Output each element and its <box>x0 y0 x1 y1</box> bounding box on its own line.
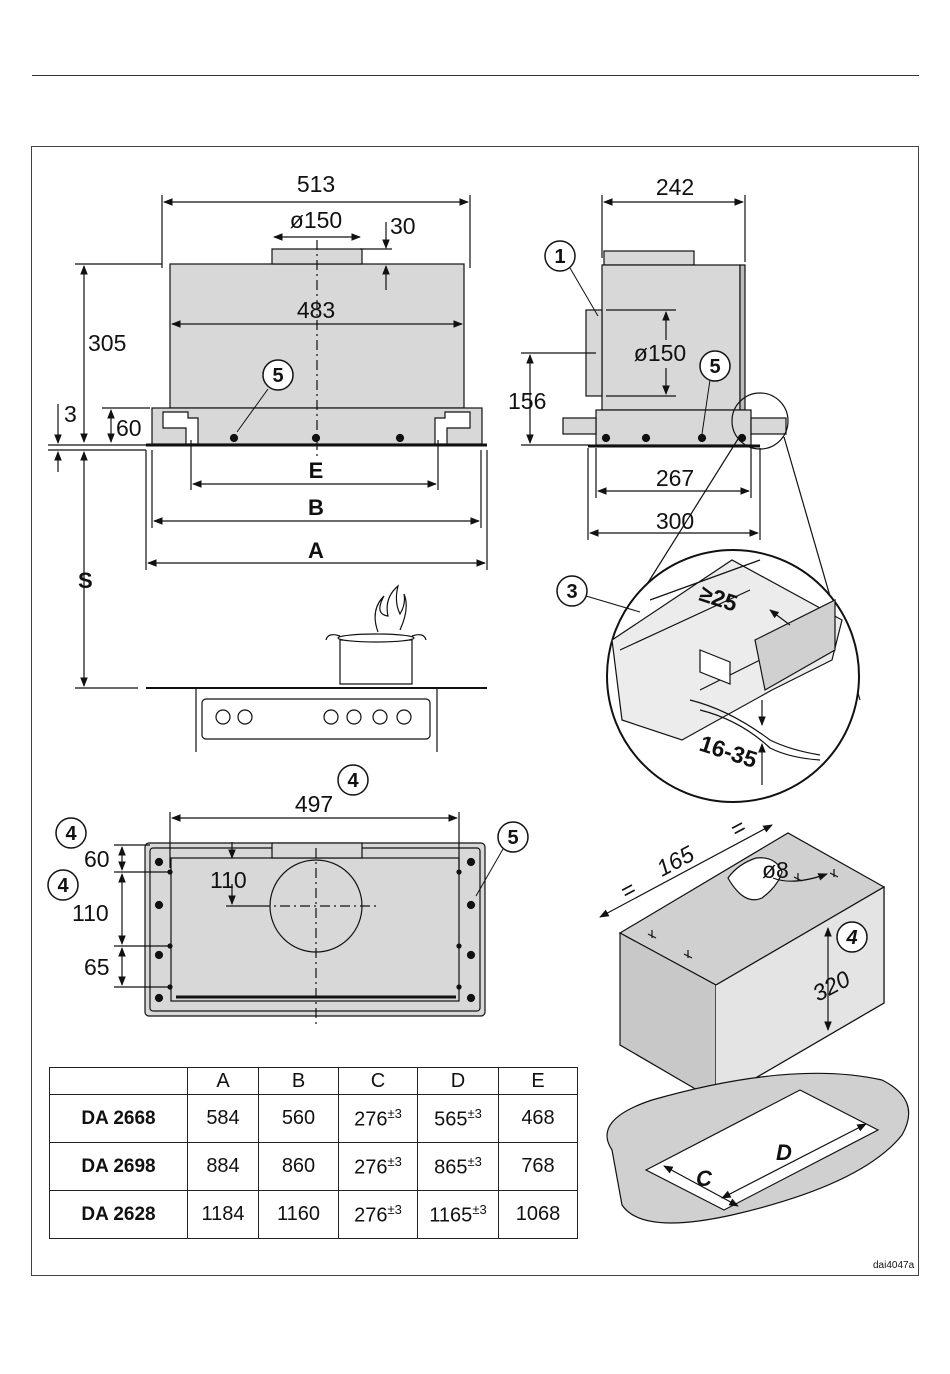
svg-text:5: 5 <box>507 827 518 849</box>
svg-text:=: = <box>726 813 750 842</box>
svg-text:4: 4 <box>65 823 77 845</box>
table-header-cell: E <box>499 1068 578 1095</box>
svg-text:E: E <box>309 458 324 483</box>
svg-text:5: 5 <box>709 356 720 378</box>
svg-text:=: = <box>616 875 640 904</box>
value-a: 584 <box>188 1095 259 1143</box>
value-a: 884 <box>188 1143 259 1191</box>
svg-text:4: 4 <box>347 770 359 792</box>
model-cell: DA 2668 <box>50 1095 188 1143</box>
svg-text:ø150: ø150 <box>290 207 342 233</box>
cabinet-view <box>600 825 909 1223</box>
table-header-cell: A <box>188 1068 259 1095</box>
value-d: 1165±3 <box>418 1191 499 1239</box>
svg-text:497: 497 <box>295 791 333 817</box>
front-view <box>48 195 487 752</box>
svg-text:65: 65 <box>84 954 110 980</box>
flame <box>375 586 406 632</box>
svg-text:ø8: ø8 <box>762 857 789 883</box>
svg-text:305: 305 <box>88 330 126 356</box>
pot <box>340 640 412 684</box>
svg-text:300: 300 <box>656 508 694 534</box>
svg-text:4: 4 <box>845 927 857 949</box>
svg-text:4: 4 <box>57 875 69 897</box>
value-c: 276±3 <box>339 1143 418 1191</box>
value-e: 1068 <box>499 1191 578 1239</box>
svg-text:110: 110 <box>72 900 109 926</box>
value-d: 565±3 <box>418 1095 499 1143</box>
svg-text:156: 156 <box>508 388 546 414</box>
table-header-cell <box>50 1068 188 1095</box>
value-c: 276±3 <box>339 1191 418 1239</box>
svg-text:110: 110 <box>210 867 247 893</box>
svg-text:D: D <box>776 1140 792 1165</box>
svg-text:C: C <box>696 1166 713 1191</box>
value-d: 865±3 <box>418 1143 499 1191</box>
table-row: DA 2698 884 860 276±3 865±3 768 <box>50 1143 578 1191</box>
value-b: 1160 <box>259 1191 339 1239</box>
value-c: 276±3 <box>339 1095 418 1143</box>
table-row: DA 2668 584 560 276±3 565±3 468 <box>50 1095 578 1143</box>
value-a: 1184 <box>188 1191 259 1239</box>
svg-text:A: A <box>308 538 324 563</box>
svg-text:3: 3 <box>64 401 77 427</box>
svg-text:60: 60 <box>116 415 142 441</box>
svg-text:3: 3 <box>566 581 577 603</box>
value-e: 468 <box>499 1095 578 1143</box>
dimension-table: A B C D E DA 2668 584 560 276±3 565±3 46… <box>49 1067 578 1239</box>
svg-text:165: 165 <box>652 840 698 881</box>
value-b: 560 <box>259 1095 339 1143</box>
svg-text:242: 242 <box>656 174 694 200</box>
svg-text:513: 513 <box>297 171 335 197</box>
svg-text:30: 30 <box>390 213 416 239</box>
svg-text:ø150: ø150 <box>634 340 686 366</box>
value-b: 860 <box>259 1143 339 1191</box>
table-header-cell: D <box>418 1068 499 1095</box>
table-header-row: A B C D E <box>50 1068 578 1095</box>
svg-text:267: 267 <box>656 465 694 491</box>
svg-text:60: 60 <box>84 846 110 872</box>
bottom-view <box>114 812 485 1025</box>
table-row: DA 2628 1184 1160 276±3 1165±3 1068 <box>50 1191 578 1239</box>
svg-text:B: B <box>308 495 324 520</box>
svg-text:5: 5 <box>272 365 283 387</box>
svg-text:483: 483 <box>297 297 335 323</box>
svg-text:1: 1 <box>554 246 565 268</box>
table-header-cell: B <box>259 1068 339 1095</box>
model-cell: DA 2698 <box>50 1143 188 1191</box>
svg-text:S: S <box>78 568 93 593</box>
table-header-cell: C <box>339 1068 418 1095</box>
model-cell: DA 2628 <box>50 1191 188 1239</box>
value-e: 768 <box>499 1143 578 1191</box>
drawing-code: dai4047a <box>873 1260 914 1271</box>
